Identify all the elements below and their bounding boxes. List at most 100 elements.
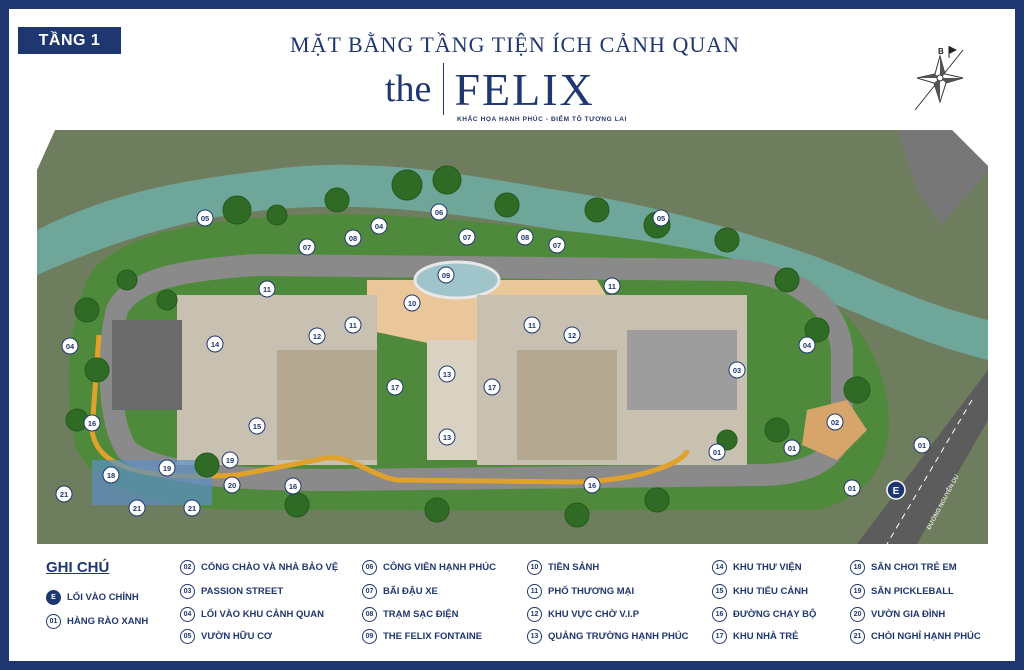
map-marker-04 — [798, 336, 816, 354]
map-marker-16 — [83, 414, 101, 432]
legend-number: 12 — [527, 607, 542, 622]
legend-label: SÂN CHƠI TRẺ EM — [871, 562, 957, 573]
map-marker-01 — [843, 479, 861, 497]
legend-number: 14 — [712, 560, 727, 575]
map-marker-01 — [708, 443, 726, 461]
plan-title: MẶT BẰNG TẦNG TIỆN ÍCH CẢNH QUAN — [290, 32, 740, 57]
map-marker-03 — [728, 361, 746, 379]
map-marker-label: 10 — [408, 299, 416, 308]
map-marker-label: 01 — [788, 444, 796, 453]
map-marker-18 — [102, 466, 120, 484]
map-marker-label: 01 — [848, 484, 856, 493]
map-marker-label: 11 — [263, 285, 271, 294]
map-marker-07 — [298, 238, 316, 256]
entrance-letter: E — [893, 486, 900, 497]
legend-label: VƯỜN GIA ĐÌNH — [871, 609, 946, 620]
legend-number: 19 — [850, 584, 865, 599]
legend-label: THE FELIX FONTAINE — [383, 631, 483, 642]
legend-title: GHI CHÚ — [46, 559, 110, 576]
map-marker-10 — [403, 294, 421, 312]
legend-number: 11 — [527, 584, 542, 599]
map-marker-label: 19 — [163, 464, 171, 473]
map-marker-07 — [548, 236, 566, 254]
map-marker-label: 20 — [228, 481, 236, 490]
map-marker-label: 11 — [528, 321, 536, 330]
map-marker-label: 13 — [443, 433, 451, 442]
legend-label: PASSION STREET — [201, 586, 284, 597]
legend-label: LỐI VÀO CHÍNH — [67, 592, 139, 603]
legend-number: 16 — [712, 607, 727, 622]
map-marker-label: 17 — [488, 383, 496, 392]
map-marker-label: 04 — [66, 342, 75, 351]
legend-number: 20 — [850, 607, 865, 622]
map-marker-17 — [386, 378, 404, 396]
map-marker-11 — [603, 277, 621, 295]
map-marker-17 — [483, 378, 501, 396]
legend-label: LỐI VÀO KHU CẢNH QUAN — [201, 609, 324, 620]
map-marker-label: 15 — [253, 422, 261, 431]
map-marker-label: 11 — [349, 321, 357, 330]
map-marker-label: 08 — [521, 233, 529, 242]
map-marker-13 — [438, 365, 456, 383]
main-street — [897, 130, 988, 225]
map-marker-label: 12 — [568, 331, 576, 340]
floor-tag: TẦNG 1 — [18, 27, 121, 54]
ring-road — [99, 253, 853, 492]
brand-prefix: the — [385, 68, 432, 110]
main-entrance-marker — [886, 480, 906, 500]
map-marker-08 — [516, 228, 534, 246]
map-marker-21 — [55, 485, 73, 503]
legend-label: KHU NHÀ TRẺ — [733, 631, 799, 642]
legend-number: 13 — [527, 629, 542, 644]
map-marker-01 — [913, 436, 931, 454]
legend-label: CÔNG VIÊN HẠNH PHÚC — [383, 562, 496, 573]
map-marker-15 — [248, 417, 266, 435]
map-marker-02 — [826, 413, 844, 431]
legend-label: BÃI ĐẬU XE — [383, 586, 438, 597]
brand-tagline: KHẮC HỌA HẠNH PHÚC - ĐIỂM TÔ TƯƠNG LAI — [457, 116, 627, 123]
map-marker-04 — [61, 337, 79, 355]
map-marker-label: 02 — [831, 418, 839, 427]
map-marker-12 — [563, 326, 581, 344]
legend-number: 04 — [180, 607, 195, 622]
map-marker-label: 21 — [188, 504, 196, 513]
map-marker-13 — [438, 428, 456, 446]
map-marker-07 — [458, 228, 476, 246]
map-marker-11 — [344, 316, 362, 334]
compass-letter: B — [938, 47, 944, 56]
map-marker-label: 06 — [435, 208, 443, 217]
map-marker-label: 17 — [391, 383, 399, 392]
map-marker-12 — [308, 327, 326, 345]
map-marker-label: 08 — [349, 234, 357, 243]
legend-number: 08 — [362, 607, 377, 622]
map-marker-label: 13 — [443, 370, 451, 379]
map-marker-19 — [221, 451, 239, 469]
map-marker-label: 07 — [553, 241, 561, 250]
map-marker-14 — [206, 335, 224, 353]
map-marker-05 — [196, 209, 214, 227]
map-marker-label: 21 — [133, 504, 141, 513]
legend-item-03: 03 PASSION STREET — [180, 584, 283, 599]
map-marker-09 — [437, 266, 455, 284]
legend-number: 03 — [180, 584, 195, 599]
map-marker-label: 05 — [201, 214, 209, 223]
nguyen-du-street — [857, 370, 988, 544]
map-marker-05 — [652, 209, 670, 227]
legend-number: 09 — [362, 629, 377, 644]
fountain — [413, 260, 501, 300]
brand-logo: the FELIX — [385, 62, 595, 116]
map-marker-label: 04 — [803, 341, 812, 350]
legend-label: KHU VỰC CHỜ V.I.P — [548, 609, 640, 620]
map-marker-label: 21 — [60, 490, 68, 499]
